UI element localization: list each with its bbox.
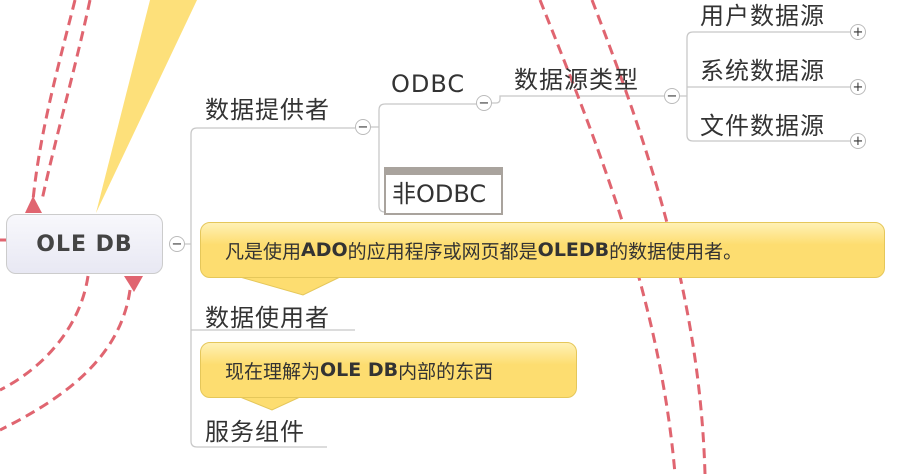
relationship-line[interactable] [0, 275, 90, 392]
topic-service-components[interactable]: 服务组件 [205, 418, 305, 446]
expand-button[interactable]: + [850, 79, 866, 95]
window-titlebar [386, 169, 501, 175]
arrow-head-icon [25, 196, 42, 213]
callout-text-bold: OLEDB [537, 239, 610, 261]
topic-data-source-types[interactable]: 数据源类型 [514, 66, 639, 94]
topic-odbc[interactable]: ODBC [391, 70, 466, 98]
relationship-line[interactable] [40, 0, 92, 201]
central-topic-label: OLE DB [36, 231, 133, 257]
collapse-button[interactable]: − [169, 236, 185, 252]
topic-data-provider[interactable]: 数据提供者 [205, 96, 330, 124]
topic-system-dsn[interactable]: 系统数据源 [700, 57, 825, 85]
topic-non-odbc[interactable]: 非ODBC [384, 167, 503, 215]
topic-data-consumer[interactable]: 数据使用者 [205, 304, 330, 332]
callout-tail [239, 276, 341, 296]
callout-text: 的应用程序或网页都是 [347, 240, 538, 263]
expand-button[interactable]: + [850, 133, 866, 149]
connector [371, 103, 484, 213]
topic-user-dsn[interactable]: 用户数据源 [700, 2, 825, 30]
relationship-line[interactable] [0, 289, 132, 432]
callout-text: 内部的东西 [398, 360, 494, 383]
callout-text: 的数据使用者。 [609, 240, 743, 263]
callout-text: 现在理解为 [225, 360, 321, 383]
topic-non-odbc-label: 非ODBC [392, 180, 487, 208]
connector [680, 31, 850, 142]
relationship-line[interactable] [31, 0, 77, 201]
connector [492, 95, 664, 104]
callout-text-bold: ADO [301, 239, 348, 261]
callout-tail [239, 396, 301, 411]
callout-text-bold: OLE DB [320, 359, 399, 381]
collapse-button[interactable]: − [355, 119, 371, 135]
arrow-head-icon [124, 276, 143, 292]
callout-wedge [96, 0, 197, 213]
callout-text: 凡是使用 [225, 240, 302, 263]
collapse-button[interactable]: − [476, 95, 492, 111]
topic-file-dsn[interactable]: 文件数据源 [700, 112, 825, 140]
central-topic-ole-db[interactable]: OLE DB [6, 214, 163, 274]
collapse-button[interactable]: − [664, 88, 680, 104]
connector [190, 127, 355, 448]
expand-button[interactable]: + [850, 24, 866, 40]
